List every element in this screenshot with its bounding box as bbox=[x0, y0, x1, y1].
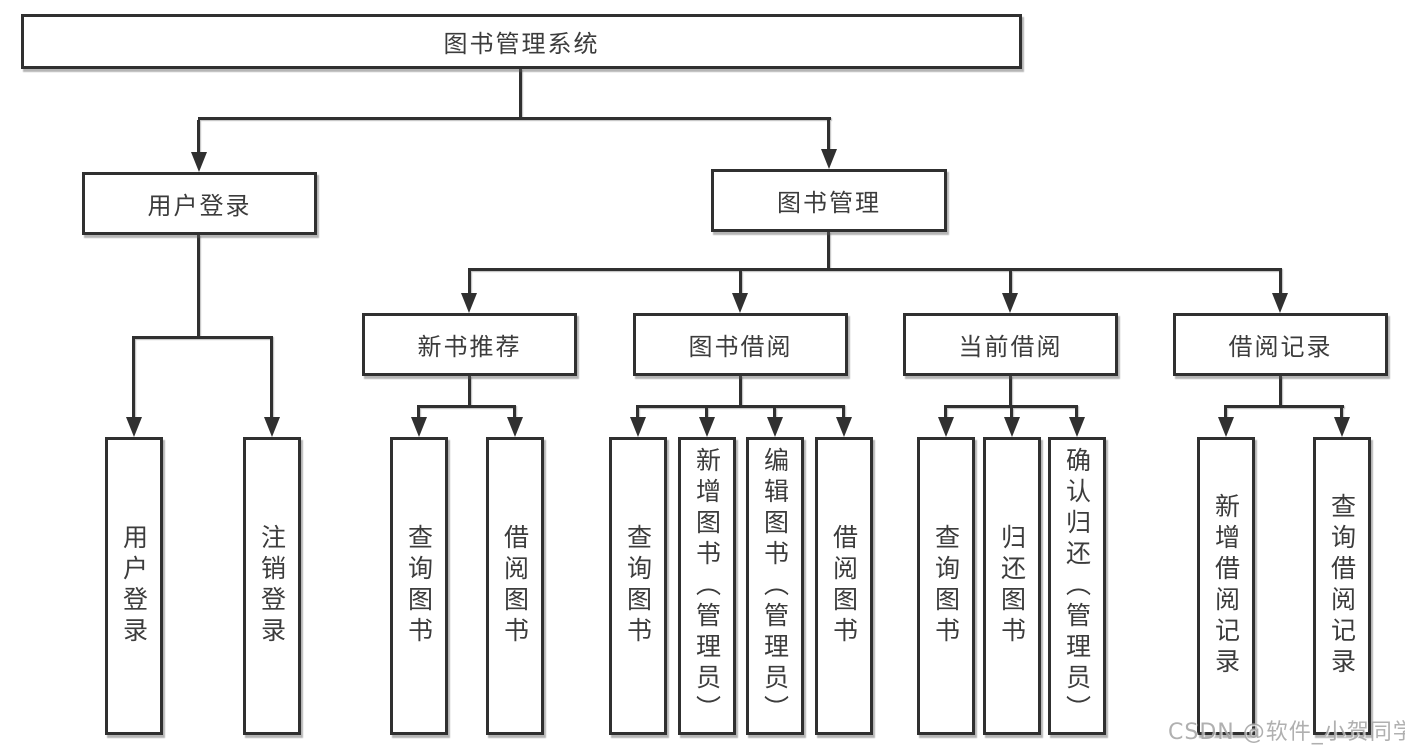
node-current-borrow: 当前借阅 bbox=[903, 313, 1118, 376]
leaf-label: 归还图书 bbox=[997, 524, 1027, 648]
node-leaf-confirm-return-admin: 确认归还（管理员） bbox=[1048, 437, 1106, 735]
connector-drop bbox=[636, 408, 639, 418]
connector-level1-splitter bbox=[198, 117, 831, 120]
connector-drop-new-book bbox=[468, 271, 471, 293]
leaf-label: 借阅图书 bbox=[500, 524, 530, 648]
leaf-label: 查询借阅记录 bbox=[1327, 493, 1357, 679]
arrow-down-icon bbox=[630, 417, 646, 437]
leaf-label: 用户登录 bbox=[119, 524, 149, 648]
connector-borrow-records-stem bbox=[1279, 376, 1282, 405]
connector-drop bbox=[1340, 408, 1343, 418]
connector-drop bbox=[705, 408, 708, 418]
connector-book-management-stem bbox=[827, 232, 830, 268]
leaf-label: 注销登录 bbox=[257, 524, 287, 648]
connector-drop-book-borrow bbox=[739, 271, 742, 293]
leaf-label: 编辑图书（管理员） bbox=[760, 446, 790, 726]
connector-drop bbox=[1224, 408, 1227, 418]
node-leaf-query-borrow-record: 查询借阅记录 bbox=[1313, 437, 1371, 735]
connector-drop bbox=[1010, 408, 1013, 418]
node-borrow-records-label: 借阅记录 bbox=[1228, 333, 1333, 361]
connector-drop bbox=[1075, 408, 1078, 418]
node-borrow-records: 借阅记录 bbox=[1173, 313, 1388, 376]
connector-level3-splitter bbox=[468, 268, 1282, 271]
connector-drop-borrow-records bbox=[1279, 271, 1282, 293]
arrow-down-icon bbox=[1272, 293, 1288, 313]
arrow-down-icon bbox=[1218, 417, 1234, 437]
connector-book-borrow-stem bbox=[739, 376, 742, 405]
node-new-book-recommend-label: 新书推荐 bbox=[417, 333, 522, 361]
node-user-login: 用户登录 bbox=[82, 172, 317, 235]
node-book-borrow-label: 图书借阅 bbox=[688, 333, 793, 361]
node-leaf-query-books-2: 查询图书 bbox=[609, 437, 667, 735]
node-book-borrow: 图书借阅 bbox=[633, 313, 848, 376]
connector-user-login-splitter bbox=[132, 336, 273, 339]
arrow-down-icon bbox=[411, 417, 427, 437]
arrow-down-icon bbox=[699, 417, 715, 437]
arrow-down-icon bbox=[191, 152, 207, 172]
arrow-down-icon bbox=[461, 293, 477, 313]
node-leaf-borrow-books-1: 借阅图书 bbox=[486, 437, 544, 735]
connector-user-login-stem bbox=[197, 235, 200, 336]
connector-drop-logout-leaf bbox=[270, 339, 273, 417]
node-book-management: 图书管理 bbox=[711, 169, 947, 232]
node-user-login-label: 用户登录 bbox=[147, 192, 252, 220]
connector-root-stem bbox=[519, 69, 522, 118]
connector-drop bbox=[944, 408, 947, 418]
connector-new-book-splitter bbox=[417, 405, 516, 408]
arrow-down-icon bbox=[938, 417, 954, 437]
connector-drop bbox=[417, 408, 420, 418]
arrow-down-icon bbox=[1069, 417, 1085, 437]
connector-borrow-records-splitter bbox=[1224, 405, 1344, 408]
node-current-borrow-label: 当前借阅 bbox=[958, 333, 1063, 361]
leaf-label: 查询图书 bbox=[623, 524, 653, 648]
node-book-management-label: 图书管理 bbox=[777, 189, 881, 217]
arrow-down-icon bbox=[507, 417, 523, 437]
node-leaf-logout: 注销登录 bbox=[243, 437, 301, 735]
arrow-down-icon bbox=[1004, 417, 1020, 437]
leaf-label: 新增借阅记录 bbox=[1211, 493, 1241, 679]
connector-drop-book-management bbox=[827, 120, 830, 151]
node-leaf-add-borrow-record: 新增借阅记录 bbox=[1197, 437, 1255, 735]
node-library-system: 图书管理系统 bbox=[21, 14, 1022, 69]
arrow-down-icon bbox=[836, 417, 852, 437]
arrow-down-icon bbox=[732, 293, 748, 313]
connector-drop-login-leaf bbox=[132, 339, 135, 417]
node-library-system-label: 图书管理系统 bbox=[443, 30, 600, 58]
node-leaf-user-login: 用户登录 bbox=[105, 437, 163, 735]
connector-drop bbox=[513, 408, 516, 418]
node-leaf-query-books-1: 查询图书 bbox=[390, 437, 448, 735]
connector-current-borrow-splitter bbox=[944, 405, 1078, 408]
leaf-label: 查询图书 bbox=[931, 524, 961, 648]
node-leaf-add-book-admin: 新增图书（管理员） bbox=[678, 437, 736, 735]
arrow-down-icon bbox=[767, 417, 783, 437]
connector-new-book-stem bbox=[468, 376, 471, 405]
connector-drop-current-borrow bbox=[1009, 271, 1012, 293]
connector-drop bbox=[773, 408, 776, 418]
leaf-label: 新增图书（管理员） bbox=[692, 446, 722, 726]
node-leaf-query-books-3: 查询图书 bbox=[917, 437, 975, 735]
arrow-down-icon bbox=[821, 149, 837, 169]
node-leaf-borrow-books-2: 借阅图书 bbox=[815, 437, 873, 735]
arrow-down-icon bbox=[1002, 293, 1018, 313]
connector-drop-user-login bbox=[197, 120, 200, 154]
leaf-label: 查询图书 bbox=[404, 524, 434, 648]
node-leaf-return-books: 归还图书 bbox=[983, 437, 1041, 735]
connector-drop bbox=[842, 408, 845, 418]
connector-current-borrow-stem bbox=[1009, 376, 1012, 405]
node-new-book-recommend: 新书推荐 bbox=[362, 313, 577, 376]
leaf-label: 确认归还（管理员） bbox=[1062, 446, 1092, 726]
leaf-label: 借阅图书 bbox=[829, 524, 859, 648]
arrow-down-icon bbox=[126, 417, 142, 437]
arrow-down-icon bbox=[1334, 417, 1350, 437]
node-leaf-edit-book-admin: 编辑图书（管理员） bbox=[746, 437, 804, 735]
connector-book-borrow-splitter bbox=[636, 405, 845, 408]
csdn-watermark: CSDN @软件_小贺同学 bbox=[1168, 720, 1405, 745]
arrow-down-icon bbox=[264, 417, 280, 437]
